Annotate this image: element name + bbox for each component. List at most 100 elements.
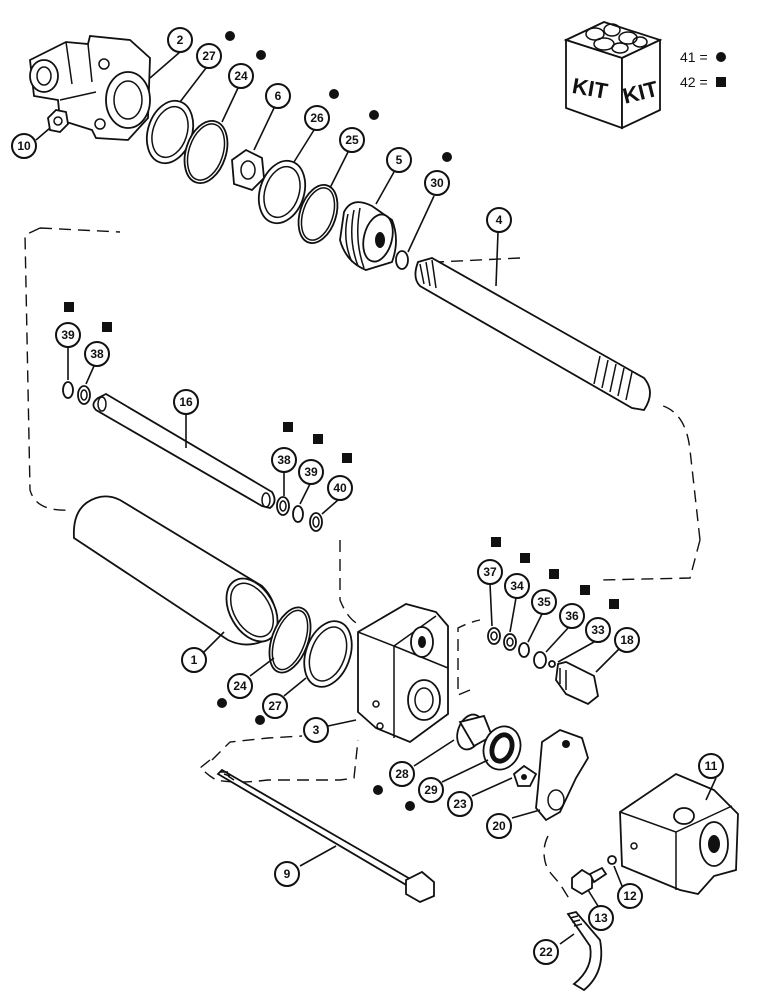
- callout-11: 11: [698, 753, 724, 779]
- svg-text:33: 33: [591, 623, 605, 637]
- part-18-plug: [555, 661, 599, 706]
- svg-text:20: 20: [492, 819, 506, 833]
- kit-42-square-icon: [283, 422, 293, 432]
- part-24-o-ring: [183, 120, 229, 184]
- callout-22: 22: [533, 939, 559, 965]
- svg-text:35: 35: [537, 595, 551, 609]
- svg-text:24: 24: [233, 679, 247, 693]
- tube-fitting-dashed: [543, 835, 571, 901]
- part-22-lube-tube: [566, 910, 603, 992]
- callout-2: 2: [167, 27, 193, 53]
- callout-24: 24: [228, 63, 254, 89]
- part-3-base-block: [357, 603, 449, 744]
- svg-text:30: 30: [430, 176, 444, 190]
- kit-42-square-icon: [491, 537, 501, 547]
- kit-41-circle-icon: [225, 31, 235, 41]
- part-12-washer: [607, 855, 617, 865]
- svg-text:9: 9: [284, 867, 291, 881]
- svg-text:28: 28: [395, 767, 409, 781]
- svg-text:38: 38: [90, 347, 104, 361]
- svg-text:12: 12: [623, 889, 637, 903]
- part-9-tie-rod: [216, 768, 435, 904]
- callout-13: 13: [588, 905, 614, 931]
- part-39-o-ring-left: [62, 381, 74, 399]
- kit-41-circle-icon: [373, 785, 383, 795]
- kit-42-square-icon: [64, 302, 74, 312]
- part-23-square-nut: [512, 764, 538, 787]
- svg-text:2: 2: [177, 33, 184, 47]
- callout-20: 20: [486, 813, 512, 839]
- kit-41-circle-icon: [442, 152, 452, 162]
- callout-38: 38: [271, 447, 297, 473]
- svg-text:3: 3: [313, 723, 320, 737]
- part-38-backup-ring-right: [276, 496, 290, 516]
- callout-6: 6: [265, 83, 291, 109]
- legend-41-label: 41 =: [680, 49, 708, 65]
- callout-26: 26: [304, 105, 330, 131]
- part-25-o-ring: [297, 184, 339, 244]
- kit-41-circle-icon: [329, 89, 339, 99]
- svg-text:37: 37: [483, 565, 497, 579]
- svg-text:40: 40: [333, 481, 347, 495]
- callout-37: 37: [477, 559, 503, 585]
- callout-39: 39: [298, 459, 324, 485]
- svg-text:39: 39: [304, 465, 318, 479]
- kit-41-circle-icon: [716, 52, 726, 62]
- callout-39: 39: [55, 322, 81, 348]
- svg-text:16: 16: [179, 395, 193, 409]
- svg-text:27: 27: [202, 49, 216, 63]
- callout-30: 30: [424, 170, 450, 196]
- part-6-hex-nut: [231, 148, 265, 192]
- callout-25: 25: [339, 127, 365, 153]
- svg-text:10: 10: [17, 139, 31, 153]
- svg-text:5: 5: [396, 153, 403, 167]
- legend: 41 = 42 =: [680, 49, 726, 90]
- part-36-o-ring: [533, 651, 547, 669]
- svg-text:4: 4: [496, 213, 503, 227]
- svg-text:18: 18: [620, 633, 634, 647]
- kit-42-square-icon: [313, 434, 323, 444]
- kit-42-square-icon: [716, 77, 726, 87]
- callout-27: 27: [196, 43, 222, 69]
- callout-1: 1: [181, 647, 207, 673]
- svg-text:36: 36: [565, 609, 579, 623]
- kit-42-square-icon: [580, 585, 590, 595]
- part-16-transfer-tube: [92, 392, 276, 509]
- svg-text:6: 6: [275, 89, 282, 103]
- kit-41-circle-icon: [369, 110, 379, 120]
- svg-text:26: 26: [310, 111, 324, 125]
- callout-12: 12: [617, 883, 643, 909]
- svg-text:22: 22: [539, 945, 553, 959]
- callout-10: 10: [11, 133, 37, 159]
- svg-text:25: 25: [345, 133, 359, 147]
- svg-text:24: 24: [234, 69, 248, 83]
- part-34-backup-ring: [503, 633, 517, 651]
- part-4-piston-rod: [414, 257, 651, 411]
- callout-9: 9: [274, 861, 300, 887]
- callout-23: 23: [447, 791, 473, 817]
- kit-41-circle-icon: [255, 715, 265, 725]
- callout-40: 40: [327, 475, 353, 501]
- svg-text:11: 11: [705, 759, 718, 773]
- svg-text:29: 29: [424, 783, 438, 797]
- callout-27: 27: [262, 693, 288, 719]
- part-38-backup-ring-left: [77, 385, 91, 405]
- part-29-wiper: [482, 725, 522, 771]
- part-35-o-ring: [518, 642, 530, 658]
- kit-42-square-icon: [342, 453, 352, 463]
- svg-text:23: 23: [453, 797, 467, 811]
- svg-text:27: 27: [268, 699, 282, 713]
- part-26-backup-ring: [257, 159, 307, 225]
- kit-42-square-icon: [102, 322, 112, 332]
- callout-28: 28: [389, 761, 415, 787]
- part-11-clevis: [619, 772, 739, 895]
- svg-text:39: 39: [61, 328, 75, 342]
- callout-18: 18: [614, 627, 640, 653]
- part-1-cylinder-barrel: [73, 495, 279, 646]
- callout-5: 5: [386, 147, 412, 173]
- callout-33: 33: [585, 617, 611, 643]
- kit-42-square-icon: [520, 553, 530, 563]
- kit-label-left: KIT: [570, 73, 610, 104]
- assembly-outline-dashed: [24, 227, 701, 697]
- legend-42-label: 42 =: [680, 74, 708, 90]
